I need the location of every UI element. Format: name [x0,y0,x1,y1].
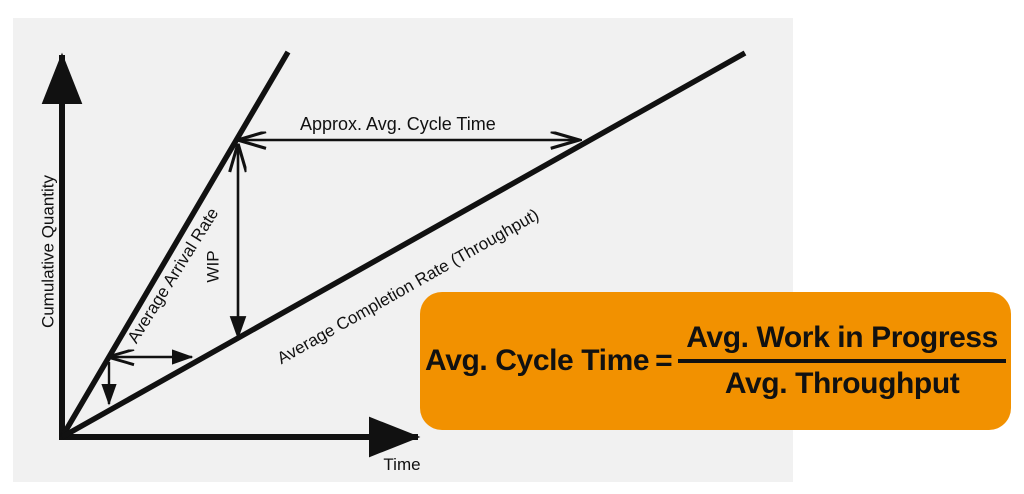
y-axis-title: Cumulative Quantity [38,174,58,329]
x-axis-title: Time [383,455,421,474]
cycle-time-annotation: Approx. Avg. Cycle Time [300,114,496,134]
fraction-bar [678,359,1006,363]
formula-numerator: Avg. Work in Progress [686,321,998,354]
formula-denominator: Avg. Throughput [724,367,960,400]
formula-equals-sign: = [655,344,673,377]
formula-row: Avg. Cycle Time = Avg. Work in Progress … [425,320,1006,402]
formula-callout: Avg. Cycle Time = Avg. Work in Progress … [420,292,1011,430]
formula-fraction: Avg. Work in Progress Avg. Throughput [678,320,1006,402]
formula-left-side: Avg. Cycle Time [425,344,650,377]
